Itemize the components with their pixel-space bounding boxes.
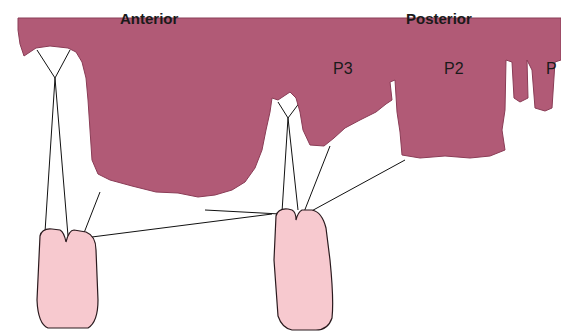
direction-label: Anterior (120, 10, 178, 27)
tooth-position-label: P (546, 60, 557, 78)
tooth-position-label: P3 (333, 60, 353, 78)
direction-label: Posterior (406, 10, 472, 27)
anterior-tooth (37, 229, 98, 328)
edentulous-ridge (18, 18, 561, 197)
tooth-position-label: P2 (444, 60, 464, 78)
posterior-tooth (274, 209, 333, 330)
abutment-teeth (37, 209, 333, 330)
